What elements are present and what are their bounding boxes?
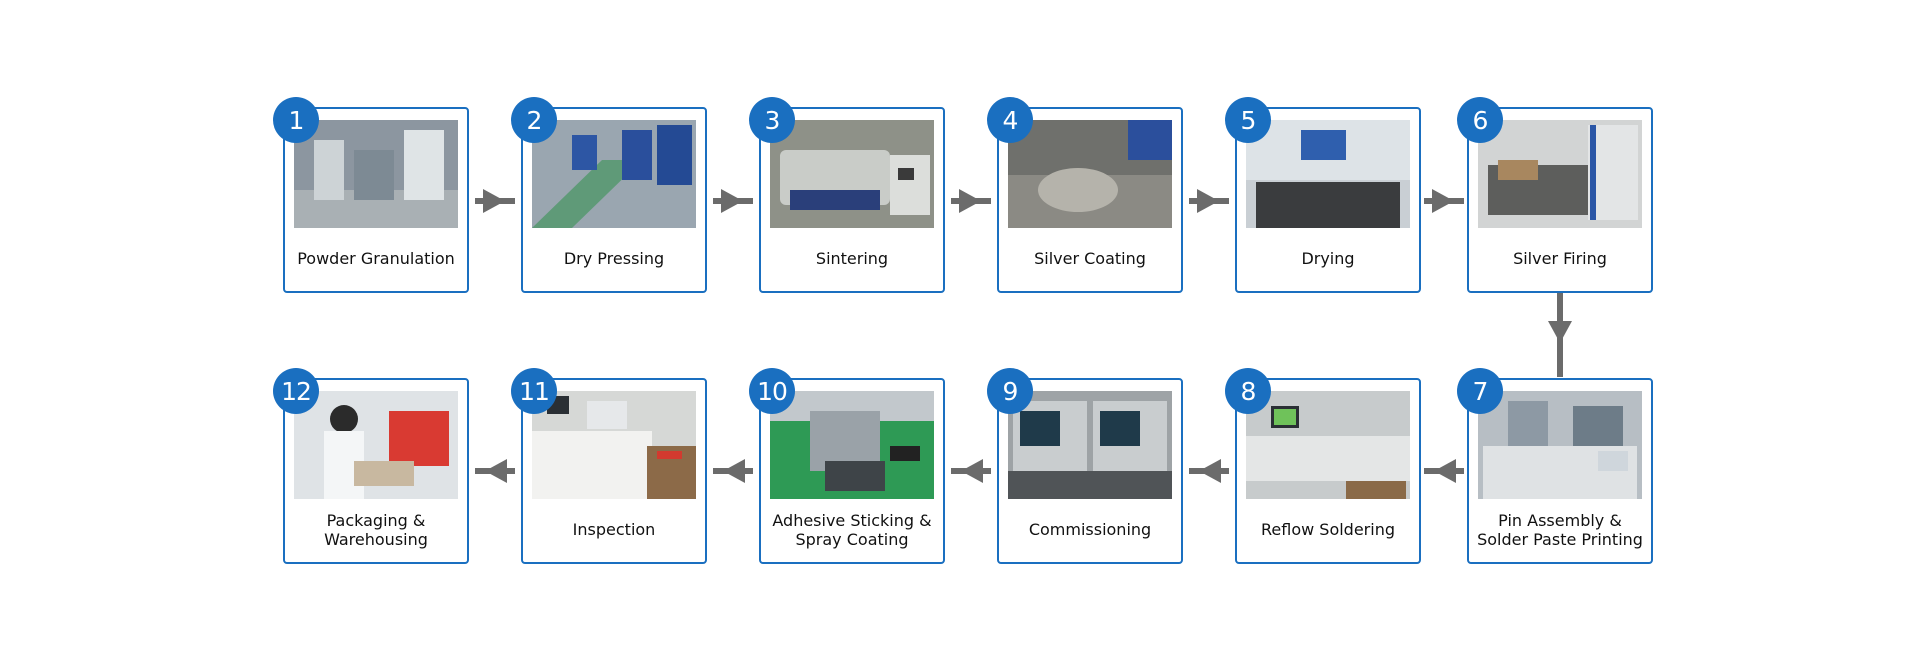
- arrow-left-icon: [475, 457, 515, 485]
- arrow-left-icon: [951, 457, 991, 485]
- step-number-badge: 4: [987, 97, 1033, 143]
- step-number-badge: 2: [511, 97, 557, 143]
- step-number-badge: 6: [1457, 97, 1503, 143]
- process-step: Silver Firing 6: [1457, 97, 1653, 293]
- step-number-badge: 12: [273, 368, 319, 414]
- step-number-badge: 9: [987, 368, 1033, 414]
- process-step: Drying 5: [1225, 97, 1421, 293]
- arrow-right-icon: [1424, 187, 1464, 215]
- process-step: Silver Coating 4: [987, 97, 1183, 293]
- arrow-right-icon: [475, 187, 515, 215]
- step-label: Silver Coating: [1034, 249, 1146, 268]
- factory-photo-icon: [1008, 120, 1172, 228]
- step-label: Inspection: [572, 520, 656, 539]
- arrow-right-icon: [1189, 187, 1229, 215]
- step-number-badge: 5: [1225, 97, 1271, 143]
- factory-photo-icon: [294, 391, 458, 499]
- factory-photo-icon: [532, 120, 696, 228]
- process-step: Packaging & Warehousing 12: [273, 368, 469, 564]
- step-label: Packaging & Warehousing: [324, 510, 428, 549]
- factory-photo-icon: [1478, 120, 1642, 228]
- step-number-badge: 7: [1457, 368, 1503, 414]
- arrow-left-icon: [1189, 457, 1229, 485]
- step-label: Commissioning: [1028, 520, 1152, 539]
- arrow-left-icon: [1424, 457, 1464, 485]
- arrow-down-icon: [1546, 293, 1574, 377]
- step-number-badge: 10: [749, 368, 795, 414]
- step-label: Reflow Soldering: [1261, 520, 1395, 539]
- step-number-badge: 3: [749, 97, 795, 143]
- step-number-badge: 8: [1225, 368, 1271, 414]
- factory-photo-icon: [770, 120, 934, 228]
- step-label: Silver Firing: [1513, 249, 1607, 268]
- factory-photo-icon: [294, 120, 458, 228]
- arrow-right-icon: [713, 187, 753, 215]
- process-step: Reflow Soldering 8: [1225, 368, 1421, 564]
- process-step: Sintering 3: [749, 97, 945, 293]
- factory-photo-icon: [1246, 391, 1410, 499]
- factory-photo-icon: [1478, 391, 1642, 499]
- step-number-badge: 11: [511, 368, 557, 414]
- process-step: Pin Assembly & Solder Paste Printing 7: [1457, 368, 1653, 564]
- step-label: Adhesive Sticking & Spray Coating: [772, 510, 932, 549]
- factory-photo-icon: [1008, 391, 1172, 499]
- process-step: Adhesive Sticking & Spray Coating 10: [749, 368, 945, 564]
- arrow-right-icon: [951, 187, 991, 215]
- step-label: Powder Granulation: [297, 249, 455, 268]
- arrow-left-icon: [713, 457, 753, 485]
- process-step: Dry Pressing 2: [511, 97, 707, 293]
- process-step: Commissioning 9: [987, 368, 1183, 564]
- step-label: Sintering: [815, 249, 889, 268]
- step-label: Pin Assembly & Solder Paste Printing: [1477, 510, 1643, 549]
- factory-photo-icon: [532, 391, 696, 499]
- step-number-badge: 1: [273, 97, 319, 143]
- factory-photo-icon: [1246, 120, 1410, 228]
- step-label: Dry Pressing: [563, 249, 665, 268]
- process-step: Powder Granulation 1: [273, 97, 469, 293]
- factory-photo-icon: [770, 391, 934, 499]
- step-label: Drying: [1301, 249, 1355, 268]
- process-step: Inspection 11: [511, 368, 707, 564]
